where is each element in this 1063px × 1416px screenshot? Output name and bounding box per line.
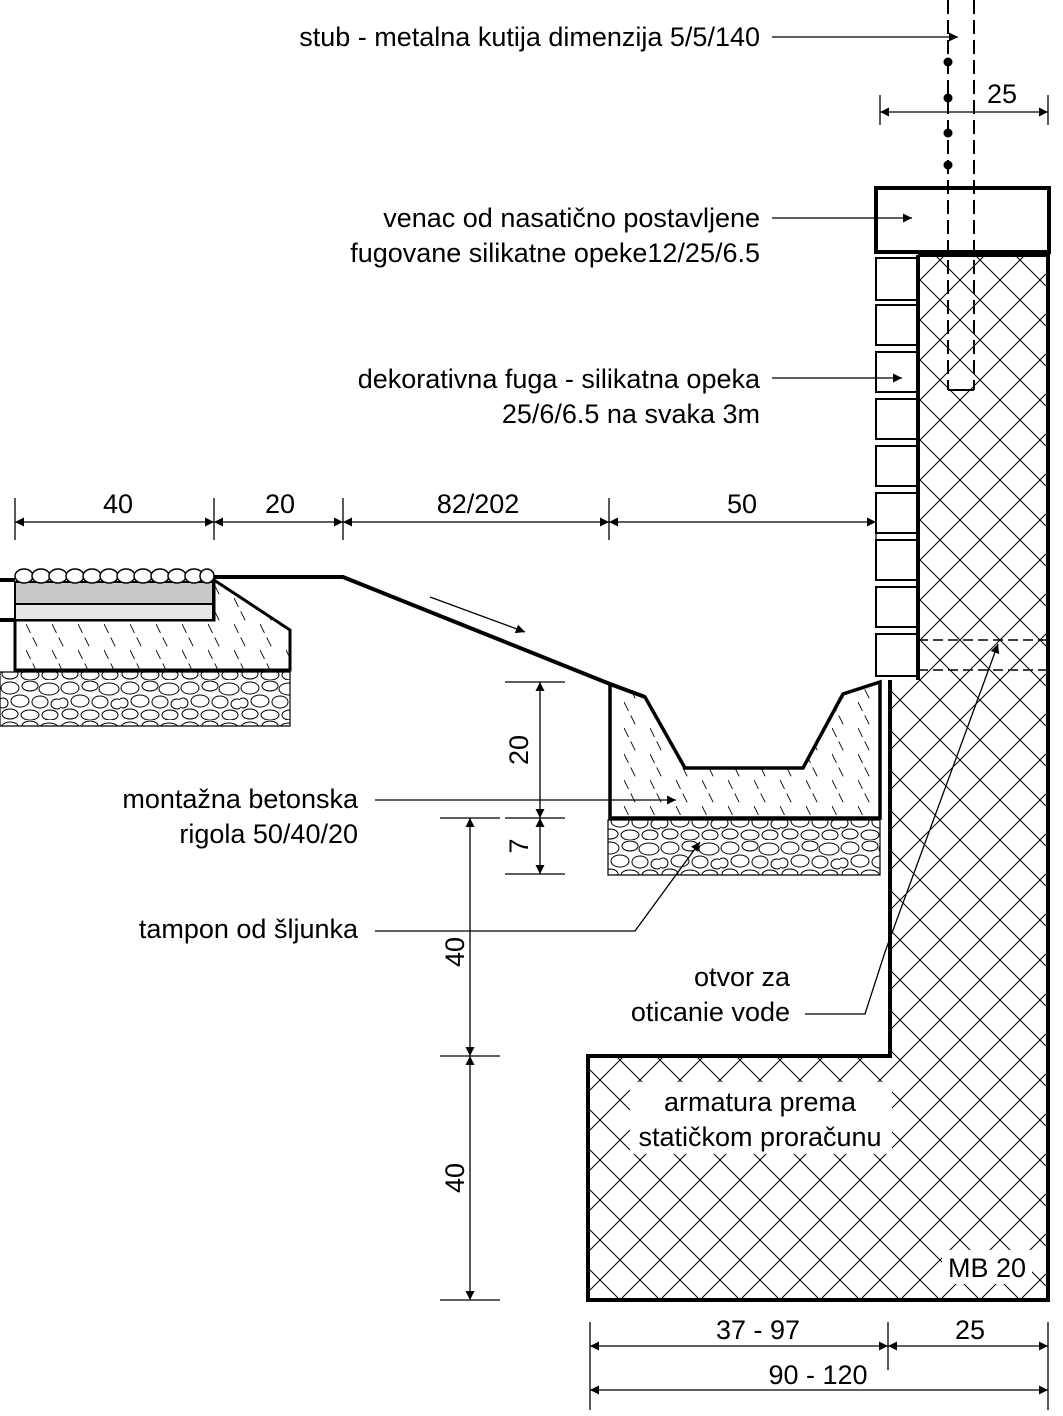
brick-facing	[875, 257, 919, 677]
dim-base-right: 25	[955, 1315, 985, 1345]
metal-post	[943, 0, 975, 391]
dim-base-left: 37 - 97	[716, 1315, 800, 1345]
dim-82-202: 82/202	[437, 489, 520, 519]
dim-v20: 20	[504, 735, 534, 765]
dim-top-post: 25	[987, 79, 1017, 109]
dimension-lines	[14, 95, 1049, 1410]
dim-v40-lower: 40	[440, 1163, 470, 1193]
gutter	[607, 679, 882, 876]
label-rigola-1: montažna betonska	[122, 784, 359, 814]
dim-50: 50	[727, 489, 757, 519]
label-mb: MB 20	[948, 1253, 1026, 1283]
label-fuga-2: 25/6/6.5 na svaka 3m	[502, 399, 760, 429]
label-armatura-1: armatura prema	[664, 1087, 857, 1117]
coping-brick	[874, 186, 1051, 254]
dim-base-total: 90 - 120	[768, 1360, 867, 1390]
label-armatura-2: statičkom proračunu	[638, 1122, 881, 1152]
label-venac-2: fugovane silikatne opeke12/25/6.5	[350, 238, 760, 268]
label-stub: stub - metalna kutija dimenzija 5/5/140	[299, 22, 760, 52]
label-otvor-1: otvor za	[694, 962, 791, 992]
label-fuga-1: dekorativna fuga - silikatna opeka	[358, 364, 761, 394]
pavement-left	[0, 568, 292, 728]
leader-lines	[375, 32, 1000, 1015]
slope-arrow	[429, 596, 526, 634]
drain-opening	[918, 639, 1048, 671]
label-venac-1: venac od nasatično postavljene	[383, 203, 760, 233]
dim-20: 20	[265, 489, 295, 519]
label-otvor-2: oticanie vode	[631, 997, 790, 1027]
dim-v40-upper: 40	[440, 937, 470, 967]
dim-40: 40	[103, 489, 133, 519]
label-rigola-2: rigola 50/40/20	[179, 819, 358, 849]
label-tampon: tampon od šljunka	[139, 914, 359, 944]
dim-v7: 7	[504, 838, 534, 853]
